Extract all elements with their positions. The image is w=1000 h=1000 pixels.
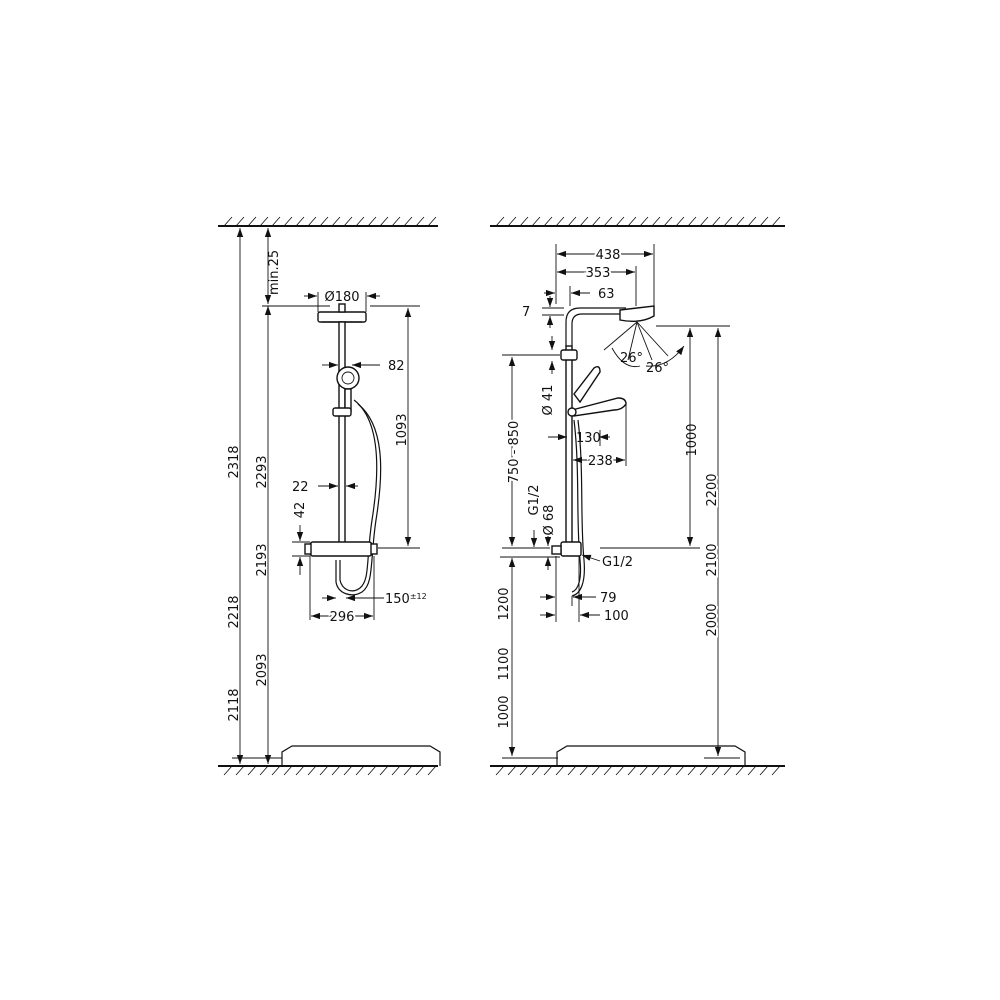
front-h2193-label: 2193 (255, 543, 270, 576)
front-d1093-label: 1093 (395, 413, 410, 446)
side-d238-label: 238 (588, 454, 613, 469)
front-shower-tray (281, 745, 441, 766)
side-spray-angles (603, 321, 685, 368)
side-thermostat-mixer (551, 541, 582, 557)
front-h2318-label: 2318 (227, 445, 242, 478)
side-h1100-label: 1100 (497, 647, 512, 680)
front-d296-label: 296 (330, 610, 355, 625)
front-d22-label: 22 (292, 480, 309, 495)
side-d750-label: 750 - 850 (507, 421, 522, 484)
side-h2100-label: 2100 (705, 543, 720, 576)
front-d180-label: Ø180 (324, 290, 359, 305)
front-height-dimensions (232, 228, 330, 764)
front-min25-label: min.25 (267, 250, 282, 295)
front-d42-label: 42 (293, 502, 308, 519)
side-d438-label: 438 (596, 248, 621, 263)
front-h2293-label: 2293 (255, 455, 270, 488)
front-riser-pipe (338, 321, 346, 545)
front-d82-label: 82 (388, 359, 405, 374)
side-floor-hatch (490, 765, 785, 776)
side-view: 438 353 63 7 26° 26° Ø 41 750 - (490, 216, 785, 776)
side-h2200-label: 2200 (705, 473, 720, 506)
front-hand-shower (332, 366, 360, 417)
side-g12a-label: G1/2 (527, 485, 542, 516)
side-h1200-label: 1200 (497, 587, 512, 620)
front-h2093-label: 2093 (255, 653, 270, 686)
side-h1000b-label: 1000 (497, 695, 512, 728)
front-h2118-label: 2118 (227, 688, 242, 721)
front-shower-head (317, 303, 367, 323)
side-d79-label: 79 (600, 591, 617, 606)
side-ceiling-hatch (490, 216, 785, 227)
side-hand-shower (567, 365, 627, 417)
side-riser-pipe (565, 345, 573, 547)
side-angle2-label: 26° (646, 361, 669, 376)
side-h2000-label: 2000 (705, 603, 720, 636)
side-d100-label: 100 (604, 609, 629, 624)
front-view: min.25 2318 2218 2118 2293 2193 2093 Ø18… (218, 216, 441, 776)
side-d68-label: Ø 68 (542, 505, 557, 536)
side-d130-label: 130 (576, 431, 601, 446)
side-d353-label: 353 (586, 266, 611, 281)
side-d63-label: 63 (598, 287, 615, 302)
side-d41-label: Ø 41 (541, 385, 556, 416)
front-ceiling-hatch (218, 216, 438, 227)
front-h2218-label: 2218 (227, 595, 242, 628)
side-d7-label: 7 (522, 305, 530, 320)
front-floor-hatch (218, 765, 438, 776)
side-shower-arm (565, 305, 655, 346)
side-shower-tray (556, 745, 746, 766)
front-thermostat-mixer (304, 541, 378, 557)
side-g12b-label: G1/2 (602, 555, 633, 570)
side-h1000a-label: 1000 (685, 423, 700, 456)
front-d150-label: 150±12 (385, 592, 427, 607)
side-angle1-label: 26° (620, 351, 643, 366)
